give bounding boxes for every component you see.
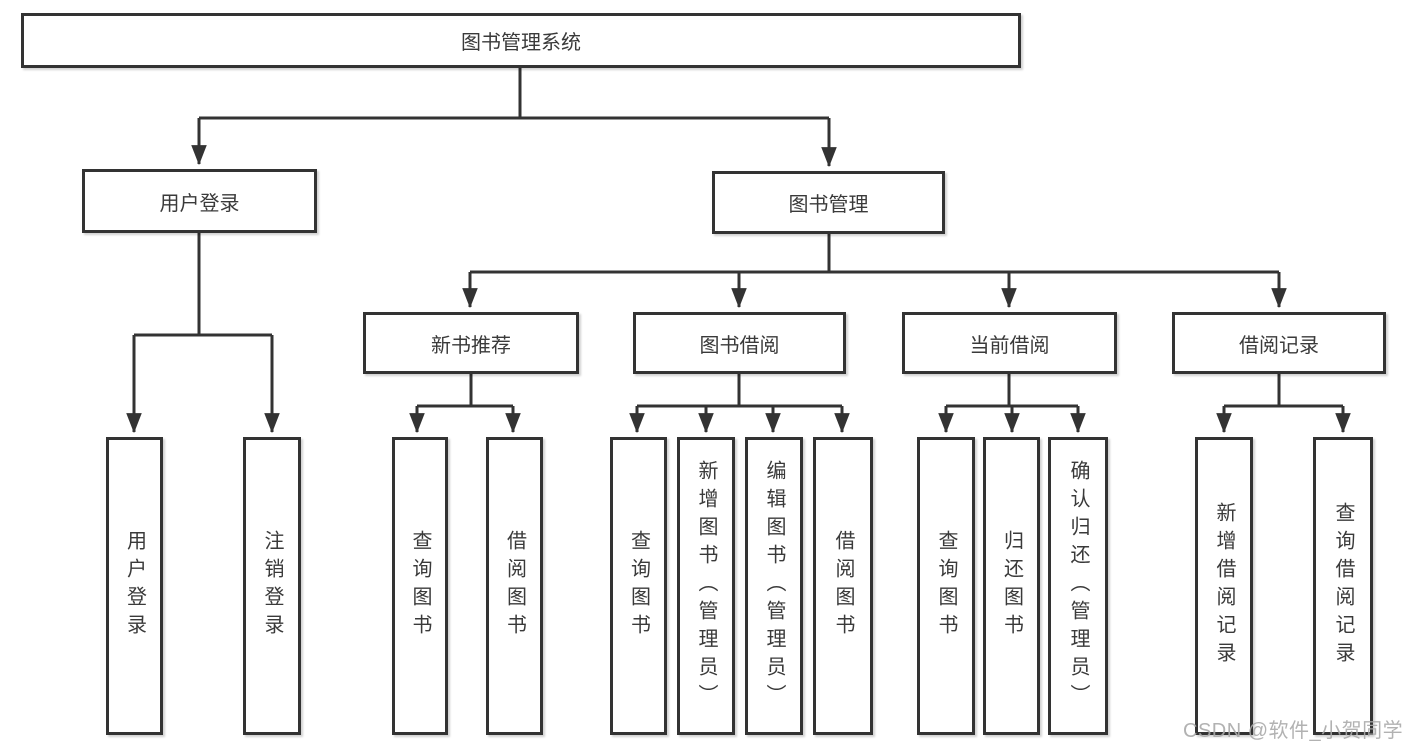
node-label: 新增借阅记录	[1213, 502, 1235, 670]
node-current-borrowing: 当前借阅	[902, 312, 1117, 374]
csdn-watermark: CSDN @软件_小贺同学	[1183, 720, 1404, 742]
node-label: 用户登录	[159, 192, 240, 215]
node-label: 借阅图书	[832, 530, 854, 642]
node-label: 归还图书	[1000, 530, 1023, 642]
node-leaf-borrow-books-2: 借阅图书	[813, 437, 873, 735]
node-leaf-borrow-books-1: 借阅图书	[486, 437, 543, 735]
node-book-management: 图书管理	[712, 171, 945, 234]
node-label: 图书管理系统	[461, 32, 581, 54]
node-label: 查询图书	[935, 530, 957, 642]
node-label: 编辑图书（管理员）	[763, 460, 785, 712]
node-label: 图书借阅	[699, 334, 780, 357]
node-book-borrowing: 图书借阅	[633, 312, 846, 374]
node-label: 当前借阅	[969, 334, 1050, 357]
node-label: 查询借阅记录	[1332, 502, 1354, 670]
node-leaf-confirm-return-admin: 确认归还（管理员）	[1048, 437, 1108, 735]
node-label: 用户登录	[123, 530, 146, 642]
node-new-book-recommendation: 新书推荐	[363, 312, 579, 374]
node-leaf-query-books-2: 查询图书	[610, 437, 667, 735]
node-leaf-edit-books-admin: 编辑图书（管理员）	[745, 437, 803, 735]
node-label: 确认归还（管理员）	[1067, 460, 1089, 712]
node-leaf-query-books-1: 查询图书	[392, 437, 448, 735]
node-leaf-query-borrow-record: 查询借阅记录	[1313, 437, 1373, 735]
node-label: 图书管理	[788, 194, 869, 216]
node-label: 新增图书（管理员）	[695, 460, 717, 712]
node-label: 借阅记录	[1239, 334, 1319, 357]
node-leaf-logout: 注销登录	[243, 437, 301, 735]
node-user-login-branch: 用户登录	[82, 169, 317, 233]
node-label: 注销登录	[261, 530, 283, 642]
node-label: 新书推荐	[431, 334, 511, 357]
node-library-management-system: 图书管理系统	[21, 13, 1021, 68]
node-leaf-user-login: 用户登录	[106, 437, 163, 735]
node-borrowing-records: 借阅记录	[1172, 312, 1386, 374]
node-label: 查询图书	[409, 530, 431, 642]
node-leaf-query-books-3: 查询图书	[917, 437, 975, 735]
node-label: 借阅图书	[503, 530, 526, 642]
node-label: 查询图书	[627, 530, 650, 642]
node-leaf-add-borrow-record: 新增借阅记录	[1195, 437, 1253, 735]
node-leaf-return-books: 归还图书	[983, 437, 1040, 735]
node-leaf-add-books-admin: 新增图书（管理员）	[677, 437, 735, 735]
